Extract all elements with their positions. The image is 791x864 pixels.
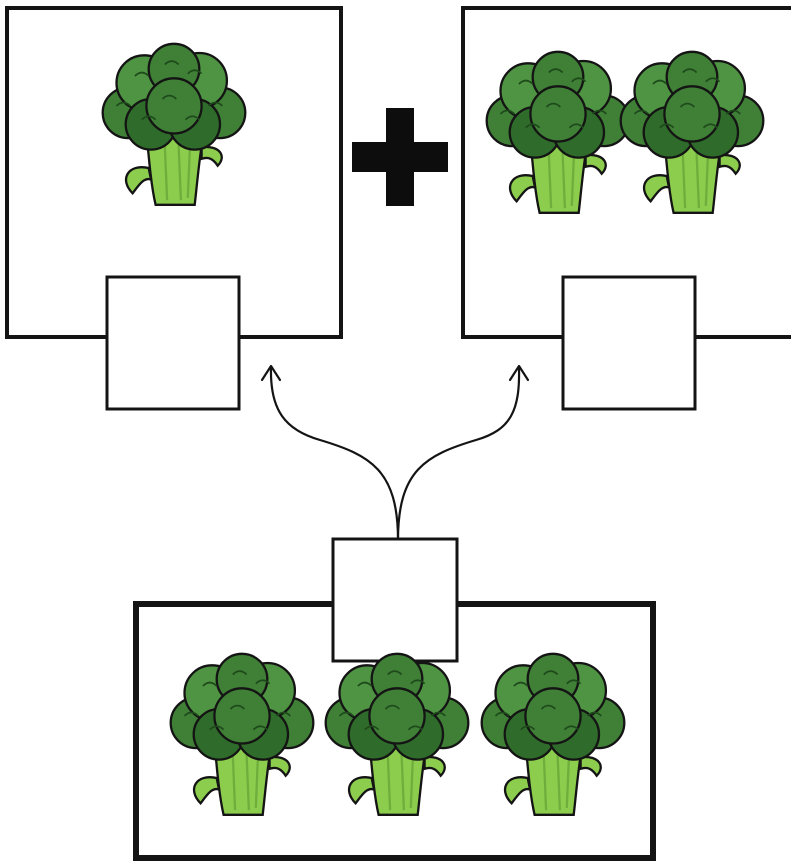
whole-answer-box[interactable]: [331, 537, 459, 663]
branch-arrows: [260, 364, 530, 542]
arrow-to-right-part: [396, 366, 521, 542]
whole-broccoli-group: [169, 652, 626, 816]
right-part-answer-box[interactable]: [561, 275, 697, 411]
arrow-head-right: [508, 364, 530, 382]
left-part-answer-box[interactable]: [105, 275, 241, 411]
arrow-head-left: [260, 364, 282, 382]
plus-icon: [352, 108, 448, 206]
arrow-to-left-part: [269, 366, 400, 542]
